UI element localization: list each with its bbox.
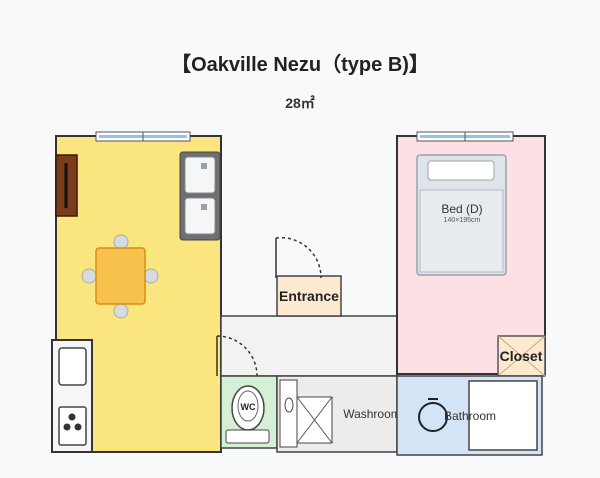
wc-label: WC <box>241 402 256 412</box>
tv-cabinet <box>55 154 78 217</box>
bathroom-label: Bathroom <box>444 409 496 423</box>
plan-title: 【Oakville Nezu（type B)】 <box>171 54 429 76</box>
hallway <box>220 315 398 377</box>
bed-label: Bed (D) <box>441 202 482 216</box>
closet: Closet <box>497 335 546 377</box>
washroom-label: Washroom <box>343 407 401 421</box>
entrance-label: Entrance <box>279 288 339 304</box>
kitchen-counter <box>51 339 93 453</box>
floor-area: 28㎡ <box>285 95 315 111</box>
door-living <box>216 335 258 377</box>
washroom: Washroom <box>276 375 401 453</box>
bed-size-label: 140×195cm <box>444 217 481 224</box>
storage-shelf <box>179 151 221 241</box>
entrance: Entrance <box>275 236 342 317</box>
window-bedroom <box>416 131 514 142</box>
closet-label: Closet <box>500 348 543 364</box>
bathroom: Bathroom <box>396 375 543 456</box>
bed: Bed (D) 140×195cm <box>416 154 507 276</box>
window-living <box>95 131 191 142</box>
dining-table <box>81 234 159 319</box>
wc-room: WC <box>220 375 278 449</box>
